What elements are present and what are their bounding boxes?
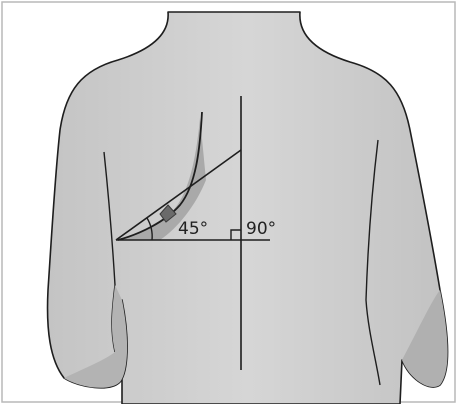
angle-45-label: 45° (178, 219, 208, 239)
angle-90-label: 90° (246, 219, 276, 239)
